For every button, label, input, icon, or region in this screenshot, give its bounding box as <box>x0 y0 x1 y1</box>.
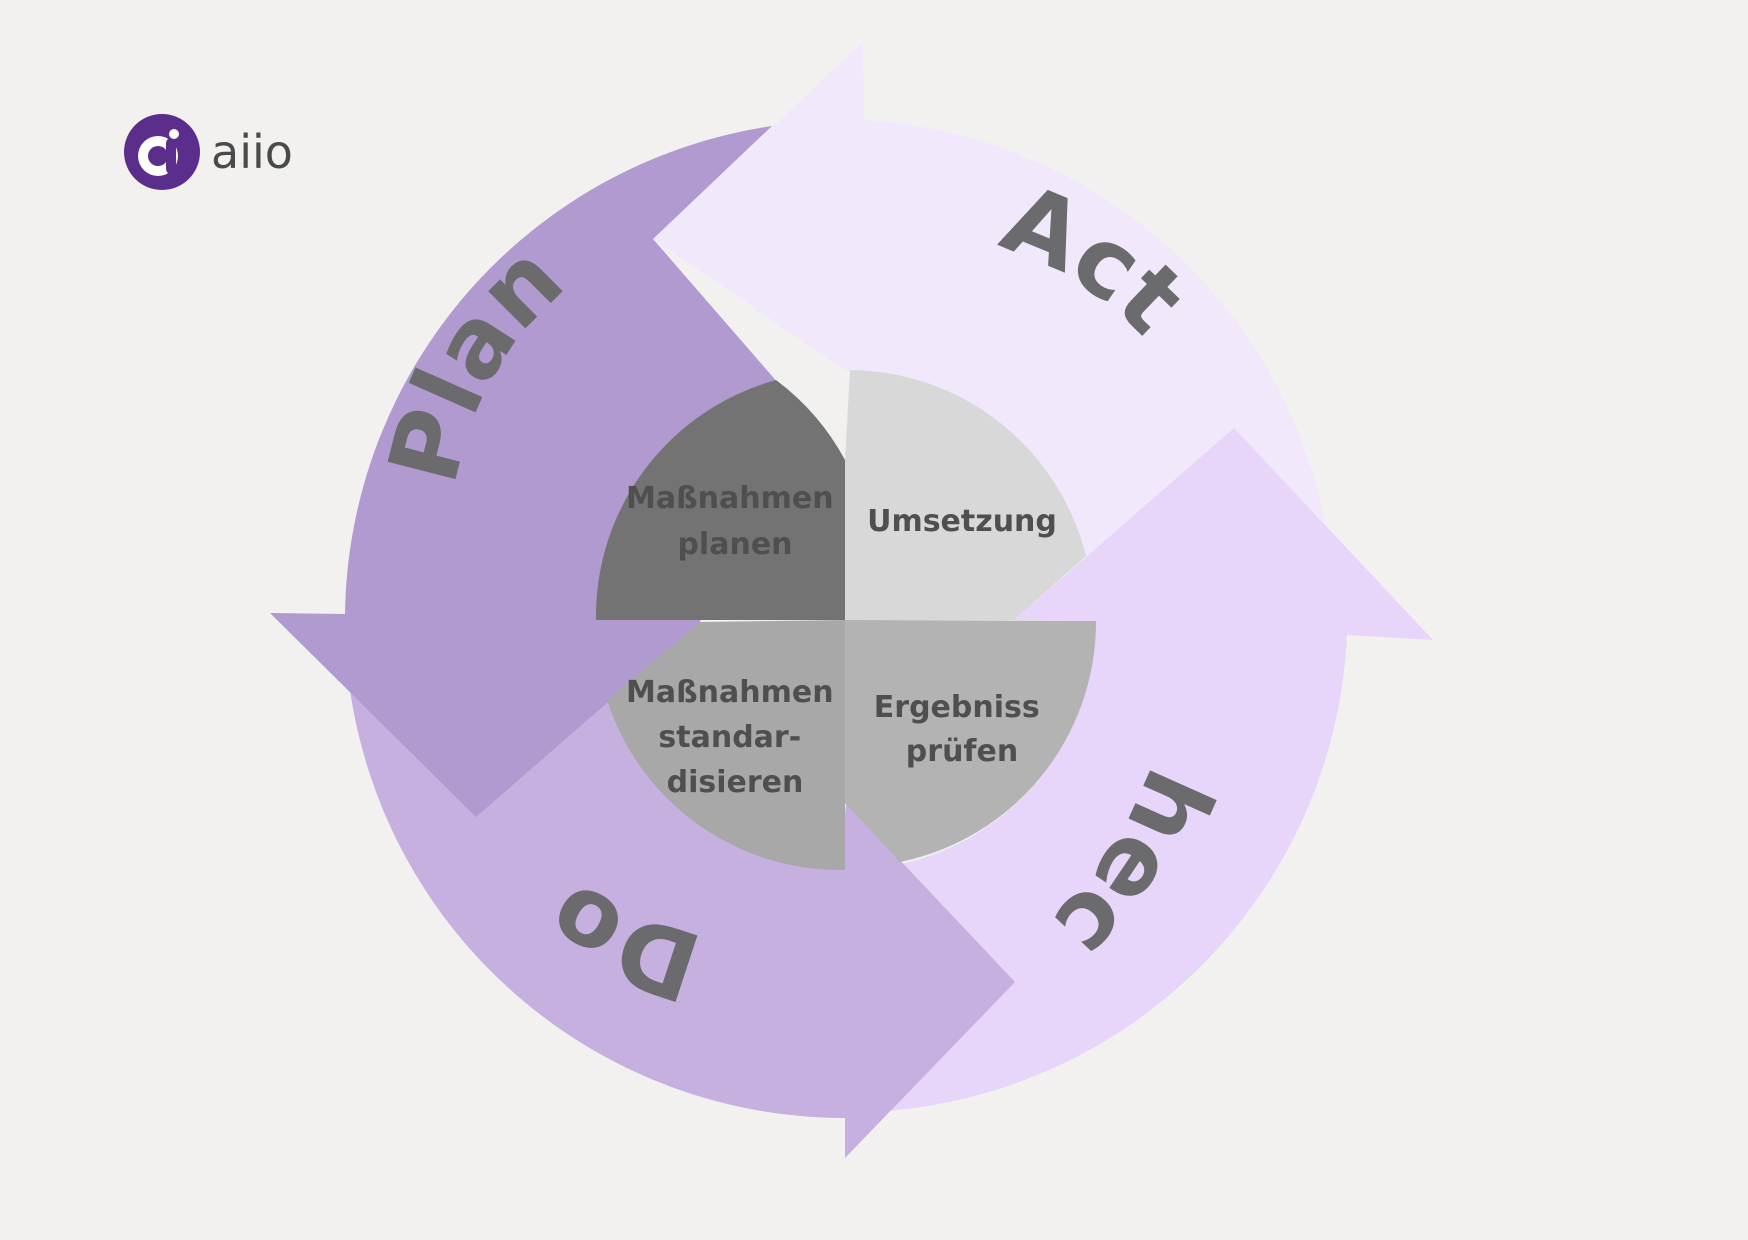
label-massnahmen-planen: Maßnahmen planen <box>626 481 844 562</box>
quadrant-plan <box>595 380 845 620</box>
logo-wordmark: aiio <box>211 125 293 179</box>
check-arrow <box>860 428 1433 1112</box>
center-circle <box>595 370 1097 871</box>
do-arrow <box>350 686 1015 1158</box>
label-umsetzung: Umsetzung <box>867 504 1057 539</box>
label-massnahmen-standardisieren: Maßnahmen standar- disieren <box>626 675 844 800</box>
quadrant-check <box>845 620 1097 862</box>
quadrant-do <box>607 620 845 871</box>
act-arrow <box>653 42 1332 570</box>
plan-arrow <box>270 126 845 817</box>
quadrant-act <box>845 370 1086 620</box>
aiio-logo: aiio <box>124 114 293 190</box>
label-ergebniss-pruefen: Ergebniss prüfen <box>874 690 1050 769</box>
